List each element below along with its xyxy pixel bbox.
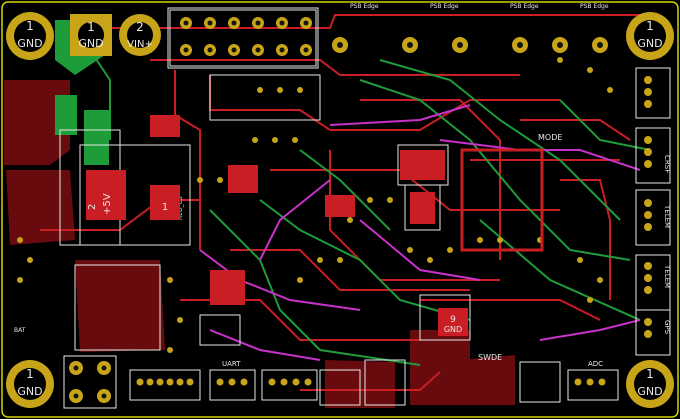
pad-number: 1 — [162, 202, 168, 213]
terminal-net: VIN+ — [127, 39, 153, 50]
power-terminal-gnd[interactable]: 1 GND — [70, 14, 112, 56]
top-connector-label-3: PSB Edge — [510, 3, 539, 10]
mounting-hole-number: 1 — [26, 19, 34, 33]
tactile-switch[interactable] — [63, 355, 117, 409]
mounting-hole-top-right[interactable]: 1 GND — [626, 12, 674, 60]
silk-label-adc: ADC — [588, 360, 603, 368]
bottom-connectors[interactable] — [136, 378, 606, 386]
mounting-hole-number: 1 — [646, 19, 654, 33]
silk-label-reg-cs: REG_CS — [177, 196, 184, 220]
mounting-hole-bottom-right[interactable]: 1 GND — [626, 360, 674, 408]
user-layer-traces — [199, 104, 641, 361]
pad-net: GND — [444, 325, 462, 334]
ic-packages[interactable] — [150, 115, 544, 305]
mounting-hole-net: GND — [17, 385, 42, 398]
silk-label-bat: BAT — [14, 327, 26, 334]
exposed-pad-gnd[interactable]: 9 GND — [438, 308, 468, 336]
power-terminal-vin[interactable]: 2 VIN+ — [119, 14, 161, 56]
terminal-net: GND — [78, 37, 103, 50]
vias — [17, 57, 613, 353]
right-label-telem-2: TELEM — [663, 264, 671, 288]
mounting-hole-top-left[interactable]: 1 GND — [6, 12, 54, 60]
pad-number: 9 — [450, 315, 456, 325]
mounting-hole-number: 1 — [26, 367, 34, 381]
mounting-hole-net: GND — [637, 37, 662, 50]
terminal-number: 2 — [136, 20, 144, 34]
back-copper-traces — [89, 49, 651, 366]
right-label-gps: GPS — [663, 320, 671, 335]
silkscreen-outlines — [59, 7, 671, 406]
top-connector-label-4: PSB Edge — [580, 3, 609, 10]
silk-label-uart: UART — [222, 360, 241, 368]
silk-label-mode: MODE — [538, 133, 562, 142]
right-label-telem-1: TELEM — [663, 204, 671, 228]
mounting-hole-bottom-left[interactable]: 1 GND — [6, 360, 54, 408]
mounting-hole-number: 1 — [646, 367, 654, 381]
mounting-hole-net: GND — [17, 37, 42, 50]
right-connectors[interactable] — [644, 76, 652, 338]
terminal-number: 1 — [87, 20, 95, 34]
top-connector-label-2: PSB Edge — [430, 3, 459, 10]
pad-net: +5V — [102, 193, 113, 215]
pad-number: 2 — [87, 204, 98, 210]
pin-header-2x6[interactable] — [169, 9, 317, 67]
right-label-crsf: CRSF — [663, 155, 671, 173]
top-connector-label-1: PSB Edge — [350, 3, 379, 10]
mounting-hole-net: GND — [637, 385, 662, 398]
silk-label-swde: SWDE — [478, 353, 502, 362]
regulator-pad-1[interactable]: 1 — [150, 185, 180, 220]
regulator-pad-5v[interactable]: 2 +5V — [86, 170, 126, 220]
